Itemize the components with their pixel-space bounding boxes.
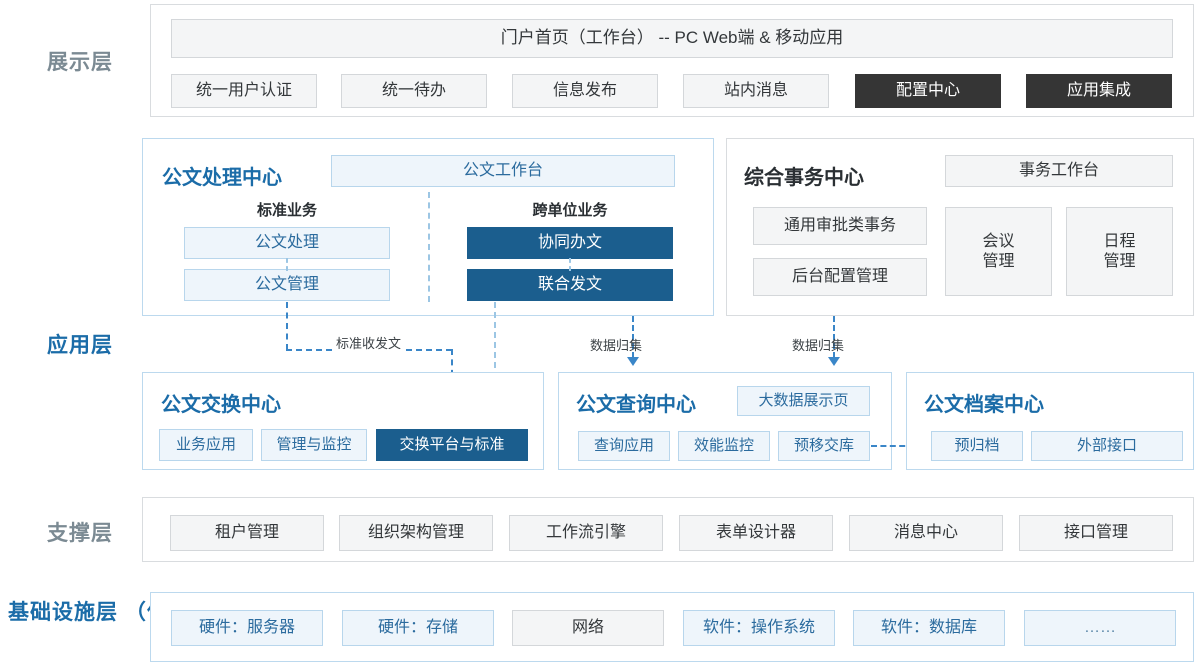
exchange-manage-monitor-box[interactable]: 管理与监控 [261,429,367,461]
infra-item-software-database[interactable]: 软件：数据库 [853,610,1005,646]
layer-label-infrastructure: 基础设施层 （信创） [8,601,213,624]
presentation-item-unified-auth[interactable]: 统一用户认证 [171,74,317,108]
query-application-box[interactable]: 查询应用 [578,431,670,461]
infra-item-hardware-storage[interactable]: 硬件：存储 [342,610,494,646]
presentation-item-config-center[interactable]: 配置中心 [855,74,1001,108]
affairs-center-title: 综合事务中心 [744,167,864,189]
portal-home-banner: 门户首页（工作台） -- PC Web端 & 移动应用 [171,19,1173,58]
pre-archive-box[interactable]: 预归档 [931,431,1023,461]
doc-handling-box[interactable]: 公文处理 [184,227,390,259]
external-interface-box[interactable]: 外部接口 [1031,431,1183,461]
business-divider-dashed-line [428,192,430,302]
data-collect-arrow-query [627,357,639,366]
general-approval-affairs-box[interactable]: 通用审批类事务 [753,207,927,245]
joint-issue-box[interactable]: 联合发文 [467,269,673,301]
presentation-item-app-integration[interactable]: 应用集成 [1026,74,1172,108]
connector-label-standard-doc-flow: 标准收发文 [333,333,405,352]
doc-process-center-title: 公文处理中心 [162,167,282,189]
presentation-item-site-message[interactable]: 站内消息 [683,74,829,108]
meeting-management-box[interactable]: 会议 管理 [945,207,1052,296]
doc-management-box[interactable]: 公文管理 [184,269,390,301]
bigdata-display-box[interactable]: 大数据展示页 [737,386,870,416]
exchange-center-title: 公文交换中心 [161,394,281,416]
support-item-form-designer[interactable]: 表单设计器 [679,515,833,551]
standard-business-heading: 标准业务 [256,202,317,219]
layer-label-support: 支撑层 [47,522,113,545]
pre-transfer-to-archive-line [871,445,924,447]
infra-item-software-os[interactable]: 软件：操作系统 [683,610,835,646]
cross-unit-business-heading: 跨单位业务 [532,202,608,219]
connector-label-data-collect-query: 数据归集 [590,338,643,353]
schedule-management-box[interactable]: 日程 管理 [1066,207,1173,296]
data-collect-line-query [632,316,634,358]
layer-label-presentation: 展示层 [47,51,113,74]
data-collect-arrow-archive [828,357,840,366]
doc-handling-to-management-stub [286,258,288,271]
infra-item-hardware-server[interactable]: 硬件：服务器 [171,610,323,646]
support-item-org-structure[interactable]: 组织架构管理 [339,515,493,551]
standard-doc-flow-vertical-a [286,302,288,350]
doc-workbench-box[interactable]: 公文工作台 [331,155,675,187]
support-item-workflow-engine[interactable]: 工作流引擎 [509,515,663,551]
data-collect-line-archive [833,316,835,358]
query-center-title: 公文查询中心 [576,394,696,416]
collab-to-joint-stub [569,258,571,271]
support-item-tenant-management[interactable]: 租户管理 [170,515,324,551]
presentation-item-unified-todo[interactable]: 统一待办 [341,74,487,108]
infra-item-network[interactable]: 网络 [512,610,664,646]
pre-transfer-store-box[interactable]: 预移交库 [778,431,870,461]
backend-config-management-box[interactable]: 后台配置管理 [753,258,927,296]
collaborative-doc-box[interactable]: 协同办文 [467,227,673,259]
support-item-message-center[interactable]: 消息中心 [849,515,1003,551]
presentation-item-info-publish[interactable]: 信息发布 [512,74,658,108]
infrastructure-layer-panel [150,592,1194,662]
support-item-interface-management[interactable]: 接口管理 [1019,515,1173,551]
infra-item-more[interactable]: …… [1024,610,1176,646]
joint-issue-down-line [494,302,496,428]
layer-label-application: 应用层 [47,334,113,357]
exchange-platform-standard-box[interactable]: 交换平台与标准 [376,429,528,461]
connector-label-data-collect-archive: 数据归集 [792,338,845,353]
exchange-business-app-box[interactable]: 业务应用 [159,429,253,461]
affairs-workbench-box[interactable]: 事务工作台 [945,155,1173,187]
efficiency-monitor-box[interactable]: 效能监控 [678,431,770,461]
archive-center-title: 公文档案中心 [924,394,1044,416]
